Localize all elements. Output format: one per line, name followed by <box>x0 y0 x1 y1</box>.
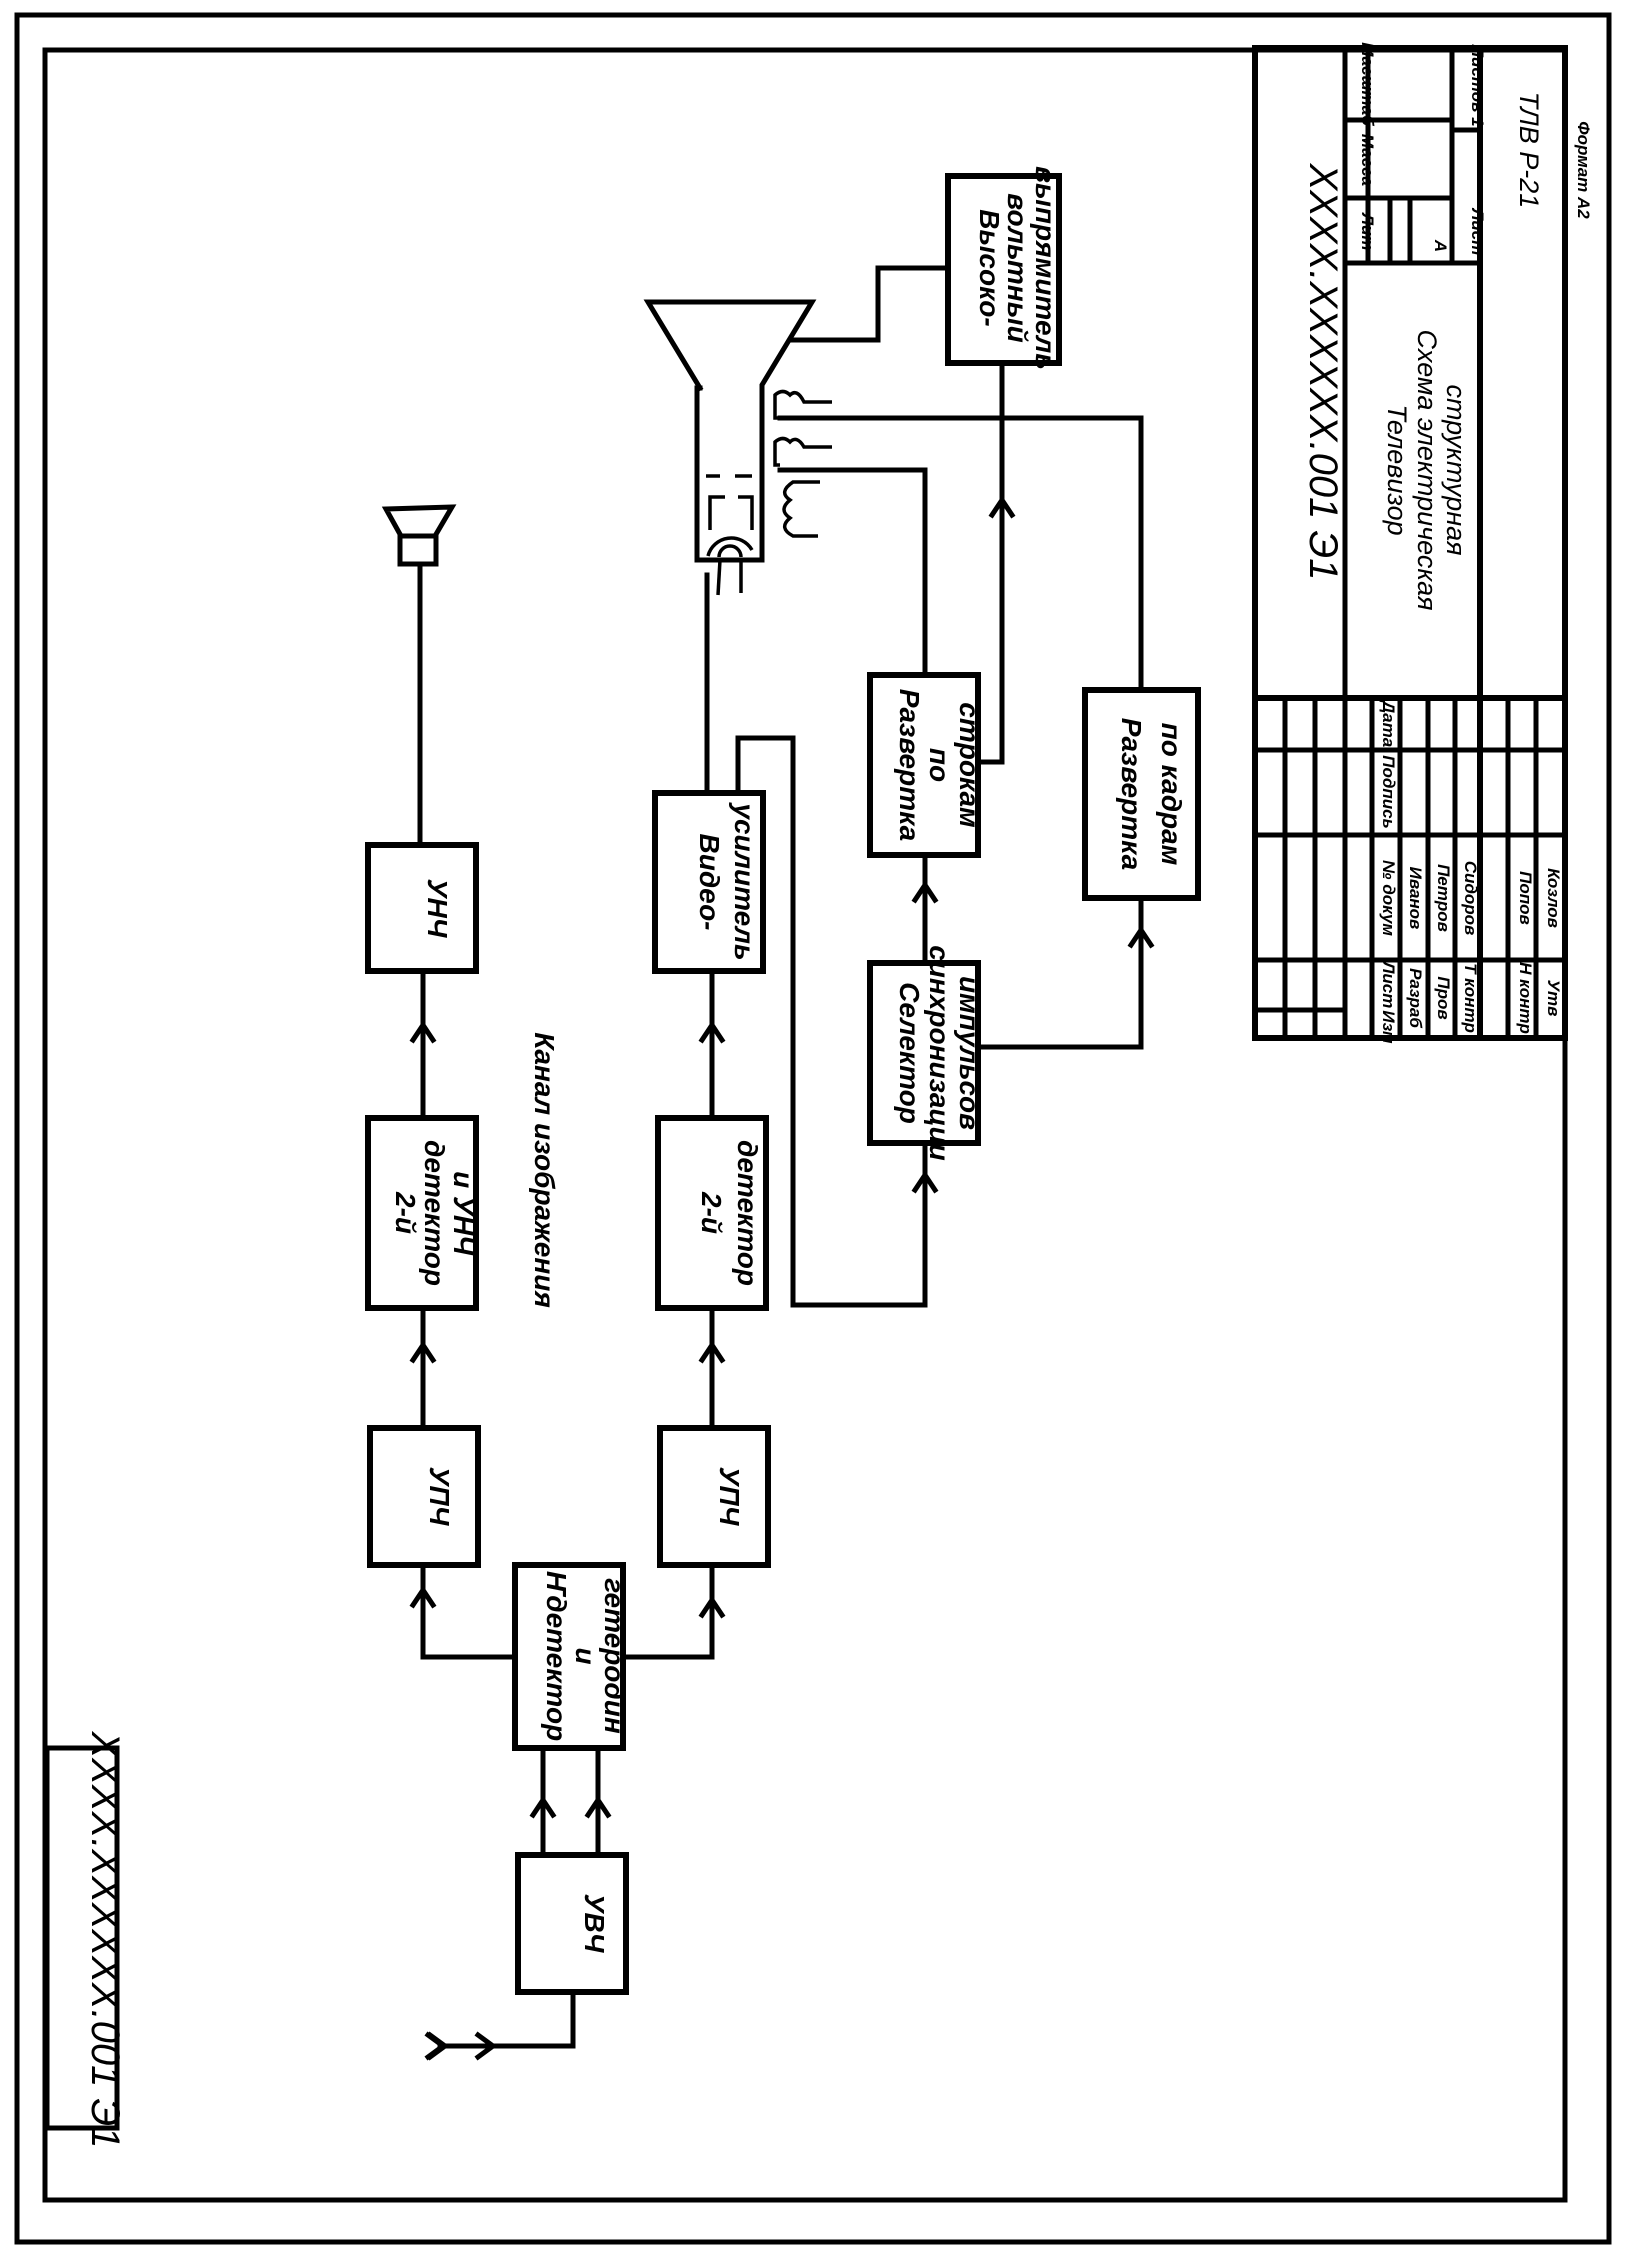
svg-text:Развертка: Развертка <box>1116 718 1147 870</box>
designation: XXXX.XXXXXX.001 Э1 <box>1301 163 1345 581</box>
role-tkontr: Т контр <box>1461 963 1480 1033</box>
svg-text:и: и <box>570 1647 601 1664</box>
svg-text:Видео-: Видео- <box>694 834 725 931</box>
svg-text:Высоко-: Высоко- <box>974 209 1005 326</box>
hdr-list: Лист <box>1379 960 1398 1009</box>
svg-text:детектор: детектор <box>419 1140 450 1286</box>
hdr-izm: Изм <box>1379 1010 1398 1044</box>
svg-text:УПЧ: УПЧ <box>714 1467 745 1527</box>
kinescope-icon <box>643 299 817 596</box>
lit-value: А <box>1431 239 1450 252</box>
block-det2-sound[interactable]: 2-й детектор и УНЧ <box>365 1115 479 1311</box>
arrowheads <box>409 495 1155 2061</box>
svg-text:Развертка: Развертка <box>894 689 925 841</box>
format-label: Формат А2 <box>1574 121 1593 219</box>
block-line-scan[interactable]: Развертка по строкам <box>867 672 985 858</box>
svg-text:синхронизации: синхронизации <box>924 945 955 1161</box>
svg-text:УПЧ: УПЧ <box>424 1467 455 1527</box>
svg-text:строкам: строкам <box>954 702 985 828</box>
hdr-doc: № докум <box>1379 860 1398 936</box>
svg-text:Селектор: Селектор <box>894 982 925 1124</box>
hdr-date: Дата <box>1379 699 1398 747</box>
svg-text:выпрямитель: выпрямитель <box>1030 166 1061 370</box>
role-utv: Утв <box>1544 980 1563 1017</box>
svg-text:по: по <box>924 748 955 782</box>
name-petrov: Петров <box>1434 864 1453 932</box>
svg-text:импульсов: импульсов <box>954 976 985 1130</box>
block-upch-1[interactable]: УПЧ <box>367 1425 481 1568</box>
block-uvch[interactable]: УВЧ <box>515 1852 629 1995</box>
svg-text:Ҥдетектор: Ҥдетектор <box>541 1571 572 1741</box>
channel-caption: Канал изображения <box>529 1032 560 1308</box>
organization: ТЛВ Р-21 <box>1514 92 1544 209</box>
block-mixer-oscillator[interactable]: Ҥдетектор и гетеродин <box>512 1562 630 1751</box>
block-upch-2[interactable]: УПЧ <box>657 1425 771 1568</box>
sheet-label: Лист <box>1468 207 1487 256</box>
antenna-icon <box>424 2031 448 2061</box>
block-frame-scan[interactable]: Развертка по кадрам <box>1082 687 1201 901</box>
block-unch[interactable]: УНЧ <box>365 842 479 974</box>
name-ivanov: Иванов <box>1406 867 1425 930</box>
doc-type-line1: Схема электрическая <box>1412 329 1442 610</box>
role-nkontr: Н контр <box>1516 962 1535 1034</box>
speaker-icon <box>381 504 457 567</box>
sheets-label: Листов 1 <box>1468 43 1487 126</box>
col-lit: Лит <box>1358 211 1377 250</box>
svg-text:усилитель: усилитель <box>729 801 760 960</box>
role-prov: Пров <box>1434 976 1453 1019</box>
svg-text:УНЧ: УНЧ <box>422 878 453 938</box>
block-hv-rectifier[interactable]: Высоко- вольтный выпрямитель <box>945 166 1062 370</box>
block-det2-video[interactable]: 2-й детектор <box>655 1115 769 1311</box>
title-block <box>1252 45 1568 1041</box>
product-name: Телевизор <box>1382 404 1412 535</box>
svg-text:2-й: 2-й <box>696 1191 727 1234</box>
name-popov: Попов <box>1516 871 1535 925</box>
wires <box>417 265 1144 2049</box>
col-mass: Масса <box>1358 134 1377 186</box>
name-kozlov: Козлов <box>1544 868 1563 928</box>
corner-stamp: XXXX.XXXXXX.001 Э1 <box>44 1731 127 2149</box>
block-sync-selector[interactable]: Селектор синхронизации импульсов <box>867 945 985 1161</box>
hdr-sign: Подпись <box>1379 755 1398 828</box>
corner-stamp-text: XXXX.XXXXXX.001 Э1 <box>83 1731 127 2149</box>
col-scale: Масштаб <box>1358 42 1377 126</box>
inner-frame <box>42 47 1568 2203</box>
name-sidorov: Сидоров <box>1461 861 1480 936</box>
svg-text:по кадрам: по кадрам <box>1156 723 1187 866</box>
role-razrab: Разраб <box>1406 968 1425 1028</box>
svg-text:детектор: детектор <box>732 1140 763 1286</box>
outer-frame <box>14 12 1612 2245</box>
svg-text:2-й: 2-й <box>390 1191 421 1234</box>
svg-text:и УНЧ: и УНЧ <box>448 1171 479 1256</box>
doc-type-line2: структурная <box>1441 384 1471 555</box>
svg-text:УВЧ: УВЧ <box>579 1893 610 1953</box>
deflection-coil-icon <box>773 389 832 538</box>
svg-text:вольтный: вольтный <box>1002 193 1033 343</box>
block-video-amp[interactable]: Видео- усилитель <box>652 790 766 974</box>
